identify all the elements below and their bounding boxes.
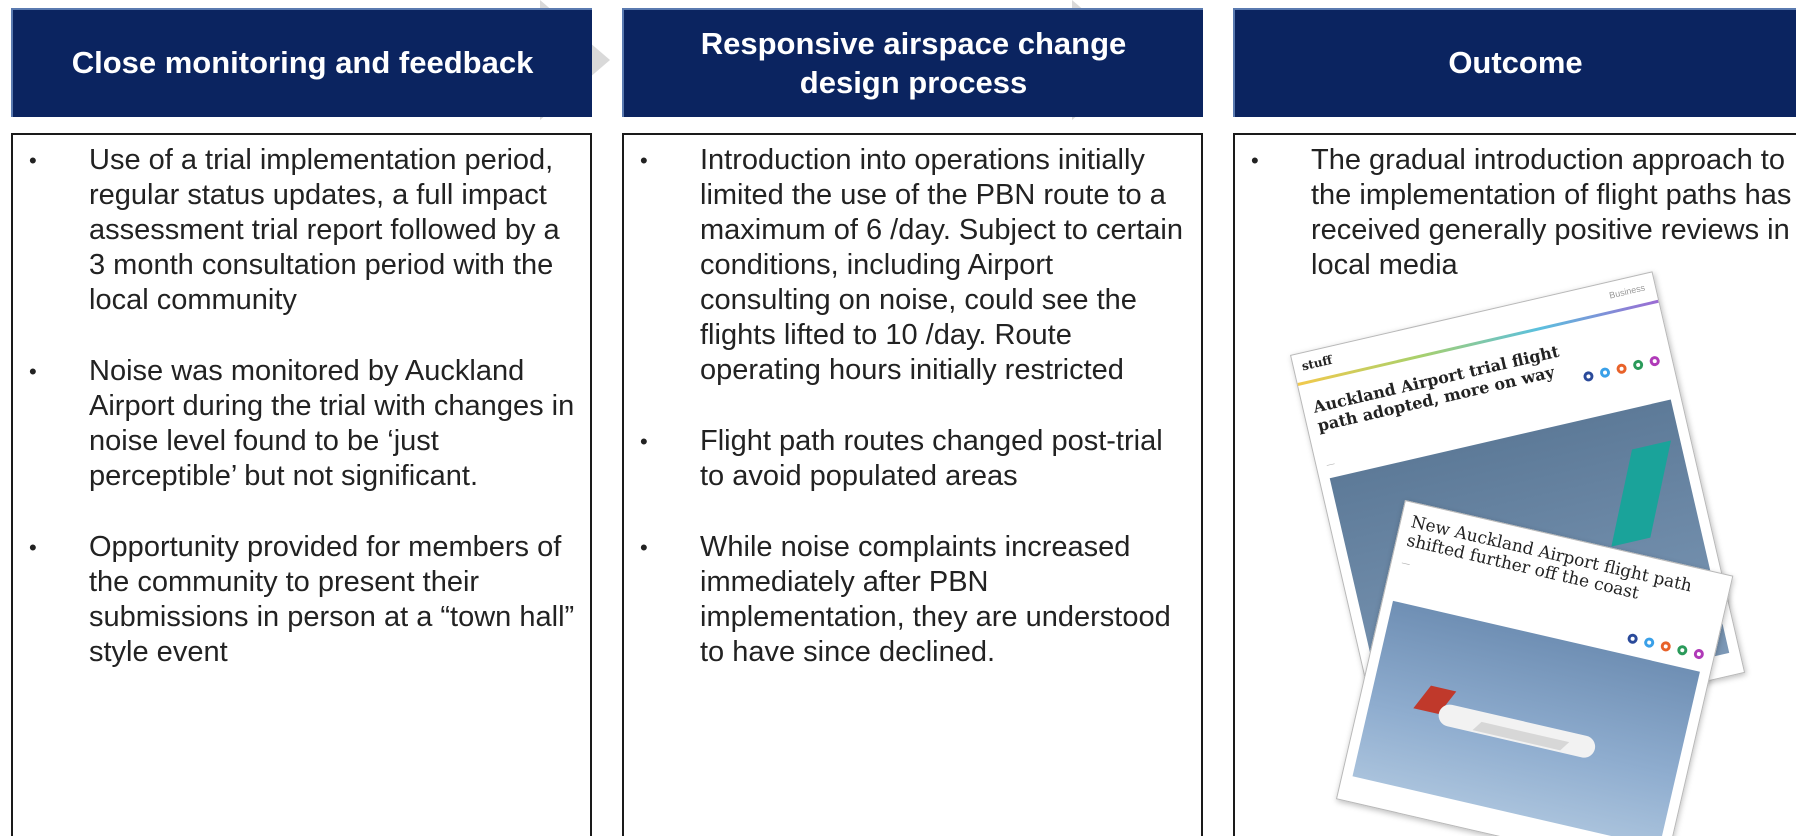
bullet-marker: •: [640, 429, 648, 454]
bullet-item: • The gradual introduction approach to t…: [1235, 143, 1796, 283]
reddit-icon: [1615, 362, 1628, 375]
news-section-label: Business: [1608, 282, 1647, 301]
bullet-item: • Flight path routes changed post-trial …: [624, 424, 1191, 494]
column-header-design: Responsive airspace change design proces…: [622, 8, 1203, 117]
bullet-item: • Introduction into operations initially…: [624, 143, 1191, 388]
twitter-icon: [1599, 366, 1612, 379]
bullet-text: Noise was monitored by Auckland Airport …: [89, 355, 575, 492]
news-byline: —: [1325, 458, 1336, 470]
social-share-icons: [1626, 632, 1705, 661]
column-header-title: Responsive airspace change design proces…: [700, 25, 1127, 100]
bullet-list: • The gradual introduction approach to t…: [1235, 135, 1796, 283]
bullet-list: • Introduction into operations initially…: [624, 135, 1201, 670]
reddit-icon: [1659, 640, 1672, 653]
bullet-marker: •: [29, 148, 37, 173]
bullet-item: • Opportunity provided for members of th…: [13, 530, 580, 670]
bullet-text: Opportunity provided for members of the …: [89, 531, 575, 668]
bullet-text: Introduction into operations initially l…: [700, 144, 1184, 386]
bullet-item: • Use of a trial implementation period, …: [13, 143, 580, 318]
bullet-marker: •: [640, 148, 648, 173]
bullet-marker: •: [29, 535, 37, 560]
bullet-marker: •: [1251, 148, 1259, 173]
bullet-text: Use of a trial implementation period, re…: [89, 144, 560, 316]
messenger-icon: [1648, 355, 1661, 368]
column-header-outcome: Outcome: [1233, 8, 1796, 117]
facebook-icon: [1626, 632, 1639, 645]
news-logo: stuff: [1300, 352, 1334, 374]
column-header-title: Close monitoring and feedback: [71, 45, 534, 81]
bullet-text: Flight path routes changed post-trial to…: [700, 425, 1163, 492]
column-panel-design: • Introduction into operations initially…: [622, 133, 1203, 836]
column-panel-monitoring: • Use of a trial implementation period, …: [11, 133, 592, 836]
messenger-icon: [1692, 648, 1705, 661]
bullet-text: While noise complaints increased immedia…: [700, 531, 1171, 668]
bullet-list: • Use of a trial implementation period, …: [13, 135, 590, 670]
bullet-item: • While noise complaints increased immed…: [624, 530, 1191, 670]
whatsapp-icon: [1632, 358, 1645, 371]
column-header-monitoring: Close monitoring and feedback: [11, 8, 592, 117]
twitter-icon: [1643, 636, 1656, 649]
whatsapp-icon: [1676, 644, 1689, 657]
bullet-marker: •: [640, 535, 648, 560]
social-share-icons: [1582, 355, 1661, 383]
aircraft-tail-icon: [1611, 440, 1671, 547]
bullet-marker: •: [29, 359, 37, 384]
column-header-title: Outcome: [1448, 45, 1583, 81]
facebook-icon: [1582, 370, 1595, 383]
bullet-text: The gradual introduction approach to the…: [1311, 144, 1792, 281]
bullet-item: • Noise was monitored by Auckland Airpor…: [13, 354, 580, 494]
news-byline: —: [1400, 558, 1411, 569]
